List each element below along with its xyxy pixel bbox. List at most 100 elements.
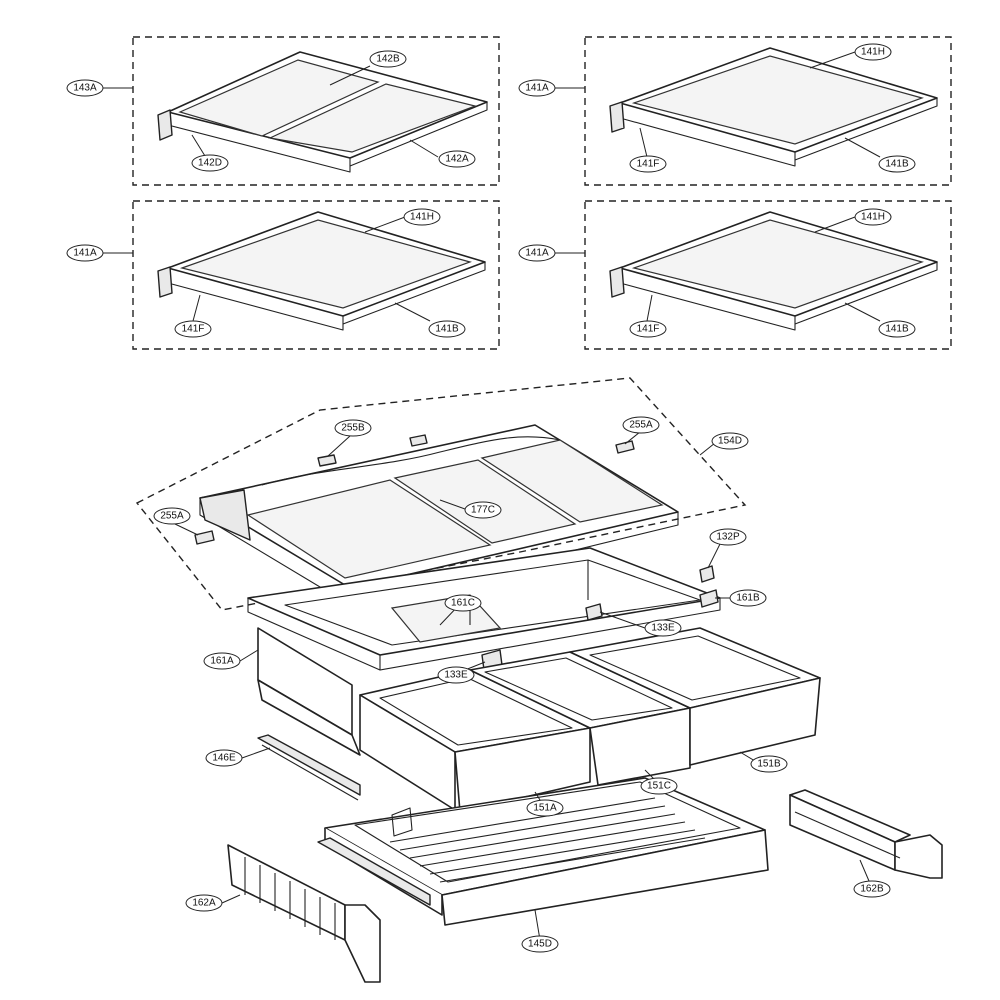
svg-text:151B: 151B: [757, 759, 781, 770]
drawer-151B: [569, 627, 821, 766]
svg-text:141H: 141H: [861, 47, 885, 58]
callout-141H-top-right: 141H: [854, 43, 892, 61]
svg-text:146E: 146E: [212, 753, 236, 764]
svg-text:141F: 141F: [637, 324, 660, 335]
svg-text:141A: 141A: [525, 248, 549, 259]
svg-text:141H: 141H: [861, 212, 885, 223]
svg-text:161C: 161C: [451, 598, 475, 609]
group-box-141A-3: [584, 200, 952, 350]
svg-text:255A: 255A: [160, 511, 184, 522]
cover-glass-left: [246, 479, 492, 579]
svg-text:161A: 161A: [210, 656, 234, 667]
callout-162B: 162B: [853, 880, 891, 898]
drawer-ribs: [389, 797, 706, 883]
svg-text:162A: 162A: [192, 898, 216, 909]
drawer-151C-front: [589, 707, 691, 786]
callout-161B: 161B: [729, 589, 767, 607]
callout-151B: 151B: [750, 755, 788, 773]
bottom-drawer-front: [441, 829, 769, 926]
callout-142D: 142D: [191, 154, 229, 172]
callout-151A: 151A: [526, 799, 564, 817]
bracket-161B: [699, 589, 719, 608]
svg-text:141B: 141B: [435, 324, 459, 335]
callout-141B-mid-left: 141B: [428, 320, 466, 338]
shelf-glass-right: [268, 83, 478, 153]
callout-141A-mid-right: 141A: [518, 244, 556, 262]
svg-text:141B: 141B: [885, 324, 909, 335]
svg-text:151A: 151A: [533, 803, 557, 814]
svg-text:143A: 143A: [73, 83, 97, 94]
svg-text:142A: 142A: [445, 154, 469, 165]
callout-151C: 151C: [640, 777, 678, 795]
group-box-141A-2: [132, 200, 500, 350]
slide-rail-146E: [257, 734, 361, 801]
cover-glass-center: [393, 459, 577, 544]
svg-text:162B: 162B: [860, 884, 884, 895]
callout-255A-right: 255A: [622, 416, 660, 434]
callout-255A-left: 255A: [153, 507, 191, 525]
callout-142B: 142B: [369, 50, 407, 68]
callout-177C: 177C: [464, 501, 502, 519]
svg-text:132P: 132P: [716, 532, 740, 543]
svg-text:255B: 255B: [341, 423, 365, 434]
clip-255B-b: [409, 434, 428, 447]
clip-255B-a: [317, 454, 337, 467]
svg-text:133E: 133E: [444, 670, 468, 681]
side-wall-161A: [257, 627, 361, 756]
clip-255A-right: [615, 440, 635, 454]
shelf-glass-left: [178, 59, 380, 137]
svg-text:141F: 141F: [637, 159, 660, 170]
drawer-151B-front: [689, 677, 821, 766]
hinge-132P: [699, 565, 715, 583]
side-rail-162B: [789, 789, 943, 879]
shelf-assembly-143A: [132, 36, 500, 186]
callout-133E-right: 133E: [644, 619, 682, 637]
callout-255B: 255B: [334, 419, 372, 437]
callout-141H-mid-left: 141H: [403, 208, 441, 226]
crisper-cover-assembly-154D: [135, 377, 747, 611]
svg-text:141B: 141B: [885, 159, 909, 170]
callout-141F-top-right: 141F: [629, 155, 667, 173]
shelf-side-bracket: [157, 109, 173, 141]
callout-143A: 143A: [66, 79, 104, 97]
svg-text:141H: 141H: [410, 212, 434, 223]
svg-text:142B: 142B: [376, 54, 400, 65]
callouts: 143A 142B 142D 142A 141A 141H 141F 141B …: [66, 43, 916, 953]
clip-255A-left: [194, 530, 215, 545]
callout-161A: 161A: [203, 652, 241, 670]
bracket-133E-right: [585, 603, 603, 621]
svg-text:151C: 151C: [647, 781, 671, 792]
callout-141H-mid-right: 141H: [854, 208, 892, 226]
shelf-assembly-141A-mid-left: [132, 200, 500, 350]
bottom-drawer-145D: [317, 777, 769, 926]
cover-side-bracket: [199, 489, 251, 541]
drawer-151C: [469, 651, 691, 786]
callout-141B-top-right: 141B: [878, 155, 916, 173]
svg-text:141F: 141F: [182, 324, 205, 335]
callout-141F-mid-left: 141F: [174, 320, 212, 338]
callout-141A-top-right: 141A: [518, 79, 556, 97]
svg-text:154D: 154D: [718, 436, 742, 447]
svg-text:133E: 133E: [651, 623, 675, 634]
callout-146E: 146E: [205, 749, 243, 767]
callout-162A: 162A: [185, 894, 223, 912]
drawer-151A-front: [454, 727, 591, 813]
drawer-151A: [359, 669, 591, 813]
svg-text:142D: 142D: [198, 158, 222, 169]
shelf-glass: [631, 55, 924, 145]
callout-145D: 145D: [521, 935, 559, 953]
cover-glass-right: [480, 439, 664, 523]
group-box-141A-1: [584, 36, 952, 186]
group-box-143A: [132, 36, 500, 186]
callout-161C: 161C: [444, 594, 482, 612]
callout-141A-mid-left: 141A: [66, 244, 104, 262]
shelf-assembly-141A-mid-right: [584, 200, 952, 350]
svg-text:255A: 255A: [629, 420, 653, 431]
leader-lines: [103, 51, 881, 941]
svg-text:177C: 177C: [471, 505, 495, 516]
shelf-assembly-141A-top-right: [584, 36, 952, 186]
callout-133E-left: 133E: [437, 666, 475, 684]
front-grille-162A: [227, 844, 381, 983]
callout-154D: 154D: [711, 432, 749, 450]
